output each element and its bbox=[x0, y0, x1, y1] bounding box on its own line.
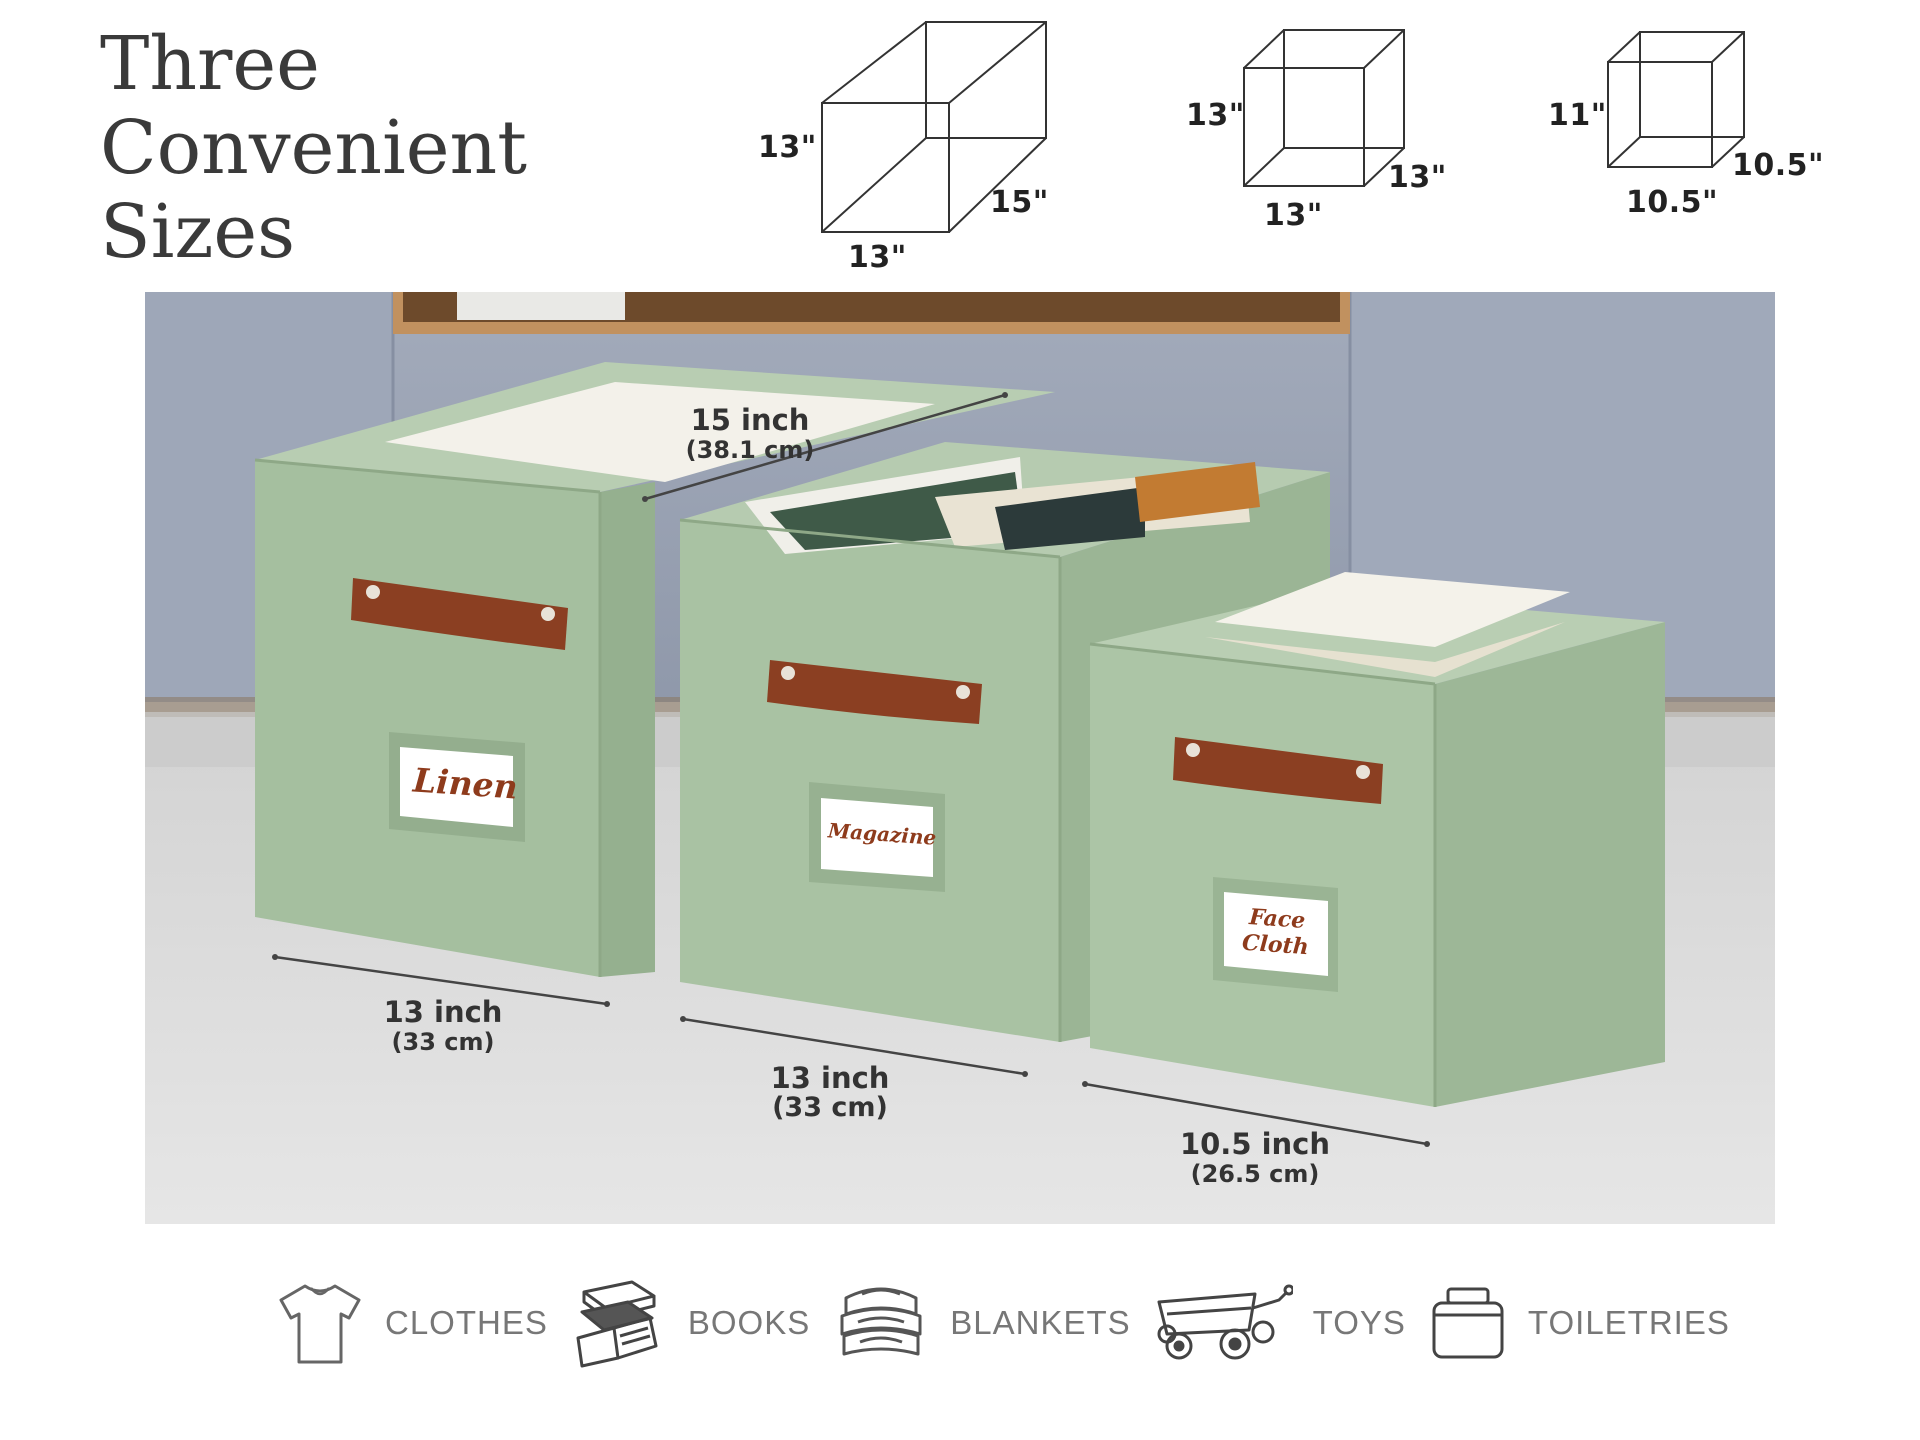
cube-diagram-medium bbox=[1243, 29, 1405, 187]
measurement-main: 10.5 inch bbox=[1179, 1127, 1331, 1161]
cube-medium-width: 13" bbox=[1264, 198, 1323, 233]
use-toiletries: TOILETRIES bbox=[1428, 1283, 1752, 1363]
towel bbox=[385, 382, 935, 482]
shelf-book bbox=[457, 292, 625, 320]
label-text-face-cloth: Face Cloth bbox=[1241, 904, 1311, 961]
face-cloth bbox=[1215, 572, 1570, 647]
blankets-icon bbox=[840, 1287, 922, 1356]
use-label: TOYS bbox=[1312, 1304, 1406, 1341]
bin-large bbox=[254, 362, 1055, 977]
measurement-sub: (38.1 cm) bbox=[685, 436, 815, 464]
label-card-face-cloth bbox=[1224, 892, 1328, 976]
wagon-icon bbox=[1157, 1284, 1293, 1360]
measurement-sub: (33 cm) bbox=[772, 1092, 888, 1123]
cube-diagram-large bbox=[821, 21, 1047, 233]
heading: Three Convenient Sizes bbox=[100, 22, 527, 274]
measurement-sub: (26.5 cm) bbox=[1190, 1160, 1320, 1188]
use-label: CLOTHES bbox=[385, 1304, 548, 1341]
use-label: BLANKETS bbox=[950, 1304, 1131, 1341]
bin-small bbox=[1089, 572, 1665, 1107]
label-text-linen: Linen bbox=[411, 760, 519, 807]
cube-small-height: 11" bbox=[1548, 98, 1607, 133]
size-diagrams bbox=[821, 21, 1745, 233]
books-icon bbox=[576, 1280, 658, 1368]
cube-medium-depth: 13" bbox=[1388, 160, 1447, 195]
cube-large-height: 13" bbox=[758, 130, 817, 165]
measurement-width-bin1: 13 inch (33 cm) bbox=[343, 996, 543, 1056]
heading-line: Convenient bbox=[100, 105, 527, 191]
label-card-linen bbox=[400, 747, 513, 827]
use-label: TOILETRIES bbox=[1527, 1304, 1730, 1341]
scene-illustration bbox=[145, 292, 1775, 1224]
measurement-width-bin3: 10.5 inch (26.5 cm) bbox=[1145, 1128, 1365, 1188]
label-line: Cloth bbox=[1241, 929, 1310, 961]
heading-line: Sizes bbox=[100, 189, 296, 275]
measurement-main: 13 inch bbox=[383, 995, 503, 1029]
measurement-depth-large: 15 inch (38.1 cm) bbox=[650, 404, 850, 464]
uses-row: CLOTHES BOOKS B bbox=[275, 1268, 1752, 1378]
cube-large-width: 13" bbox=[848, 240, 907, 275]
use-blankets: BLANKETS bbox=[832, 1274, 1152, 1372]
product-photo: Linen Magazine Face Cloth 15 inch (38.1 … bbox=[145, 292, 1775, 1224]
measurement-main: 13 inch bbox=[770, 1061, 890, 1095]
measurement-sub: (33 cm) bbox=[391, 1028, 495, 1056]
cube-small-depth: 10.5" bbox=[1732, 148, 1825, 183]
tshirt-icon bbox=[279, 1284, 361, 1364]
measurement-lines bbox=[274, 393, 1428, 1146]
use-label: BOOKS bbox=[687, 1304, 811, 1341]
use-toys: TOYS bbox=[1153, 1274, 1428, 1372]
cube-diagram-small bbox=[1607, 31, 1745, 168]
heading-line: Three bbox=[100, 21, 320, 107]
jar-icon bbox=[1432, 1287, 1504, 1359]
label-card-magazine bbox=[821, 798, 933, 877]
cube-small-width: 10.5" bbox=[1626, 185, 1719, 220]
measurement-main: 15 inch bbox=[690, 403, 810, 437]
cube-medium-height: 13" bbox=[1186, 98, 1245, 133]
use-clothes: CLOTHES bbox=[275, 1278, 570, 1368]
measurement-width-bin2: 13 inch (33 cm) bbox=[730, 1062, 930, 1122]
use-books: BOOKS bbox=[570, 1274, 832, 1372]
cube-large-depth: 15" bbox=[990, 185, 1049, 220]
